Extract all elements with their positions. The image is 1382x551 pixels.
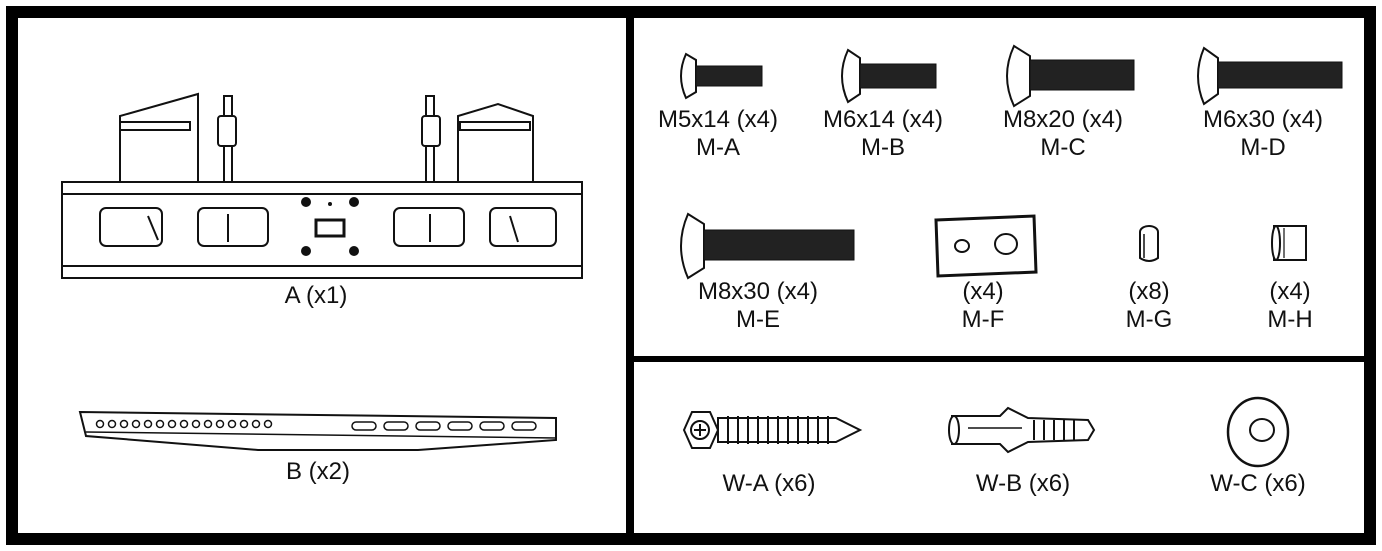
part-m-d-size: M6x30 (x4) (1202, 106, 1324, 133)
screw-m5x14-icon (680, 52, 763, 100)
screw-m8x20-icon (1006, 44, 1135, 108)
part-m-d: M6x30 (x4) M-D (1178, 46, 1348, 176)
part-b: B (x2) (78, 410, 558, 505)
part-w-c-label: W-C (x6) (1210, 470, 1306, 497)
part-m-g-code: M-G (1125, 306, 1173, 333)
bracket-bar-icon (78, 410, 557, 451)
part-w-c: W-C (x6) (1178, 396, 1338, 516)
part-w-b-label: W-B (x6) (975, 470, 1071, 497)
wall-anchor-icon (948, 406, 1096, 454)
part-m-h-qty: (x4) (1269, 278, 1311, 305)
part-m-g-qty: (x8) (1128, 278, 1170, 305)
part-m-d-code: M-D (1240, 134, 1286, 161)
part-m-a-code: M-A (696, 134, 740, 161)
part-m-f: (x4) M-F (918, 214, 1048, 344)
part-m-e: M8x30 (x4) M-E (658, 212, 858, 344)
wall-plate-icon (61, 92, 583, 279)
part-m-g: (x8) M-G (1104, 214, 1194, 344)
screw-m6x30-icon (1197, 46, 1343, 106)
vertical-divider (626, 18, 634, 533)
spacer-plate-icon (934, 214, 1038, 278)
part-w-a-label: W-A (x6) (722, 470, 816, 497)
spacer-tall-icon (1271, 225, 1307, 261)
part-m-b-size: M6x14 (x4) (822, 106, 944, 133)
screw-m6x14-icon (841, 48, 937, 104)
part-m-b: M6x14 (x4) M-B (798, 46, 968, 176)
part-m-b-code: M-B (861, 134, 905, 161)
lag-bolt-icon (682, 411, 863, 449)
part-m-h-code: M-H (1267, 306, 1313, 333)
part-m-c-code: M-C (1040, 134, 1086, 161)
part-m-e-size: M8x30 (x4) (697, 278, 819, 305)
screw-m8x30-icon (680, 212, 855, 280)
hardware-kit-panel: A (x1) B (x2) (6, 6, 1376, 545)
part-a-label: A (x1) (284, 282, 348, 309)
part-m-c: M8x20 (x4) M-C (978, 44, 1148, 176)
part-m-a-size: M5x14 (x4) (657, 106, 779, 133)
part-m-h: (x4) M-H (1240, 214, 1340, 344)
part-m-f-qty: (x4) (962, 278, 1004, 305)
part-m-e-code: M-E (736, 306, 780, 333)
part-m-c-size: M8x20 (x4) (1002, 106, 1124, 133)
washer-icon (1226, 396, 1290, 468)
part-m-a: M5x14 (x4) M-A (638, 46, 798, 176)
spacer-short-icon (1139, 225, 1159, 262)
part-a: A (x1) (48, 76, 584, 316)
part-w-b: W-B (x6) (938, 396, 1108, 516)
part-w-a: W-A (x6) (664, 396, 874, 516)
part-b-label: B (x2) (285, 458, 350, 485)
horizontal-divider (634, 356, 1364, 362)
part-m-f-code: M-F (961, 306, 1005, 333)
